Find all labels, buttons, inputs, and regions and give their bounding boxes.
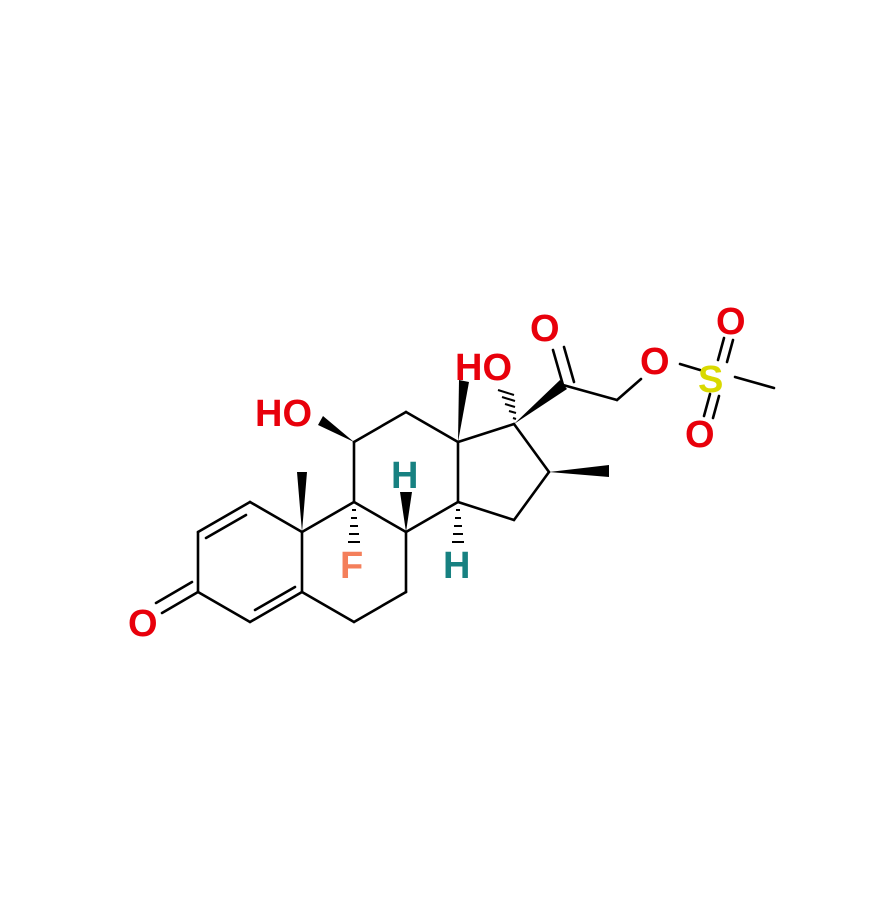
bond-s-o-top-b	[725, 338, 735, 364]
hydrogen-8-label: H	[391, 455, 418, 497]
bond-c9-c10	[300, 500, 356, 534]
bond-s-o-top-a	[716, 336, 726, 362]
hydroxyl-11-label: HO	[255, 393, 312, 435]
bond-c15-c16	[512, 470, 551, 522]
bond-c1-c2-double	[204, 513, 248, 540]
ketone-oxygen-label: O	[128, 603, 158, 645]
wedge-c10-methyl	[297, 472, 307, 532]
bond-c16-c17	[512, 422, 551, 474]
bond-s-ch3	[733, 375, 776, 390]
bond-c4-c5-double	[253, 585, 297, 612]
sulfonyl-oxygen-bottom-label: O	[685, 414, 715, 456]
hash-c17-oh	[497, 389, 517, 420]
ring-c-bonds	[352, 410, 460, 534]
fluorine-9-label: F	[340, 545, 363, 587]
bond-s-o-bottom-a	[702, 392, 712, 418]
ring-d-bonds	[456, 422, 551, 522]
bond-c3-c4	[196, 590, 252, 624]
wedge-c13-methyl	[458, 380, 469, 442]
ring-b-bonds	[300, 500, 408, 624]
wedge-c8-h	[400, 492, 412, 532]
hydroxyl-17-label: HO	[455, 347, 512, 389]
bond-c14-c8	[404, 500, 460, 534]
sulfur-label: S	[698, 359, 723, 401]
wedge-c11-oh	[318, 416, 354, 442]
ring-a-bonds	[154, 500, 304, 624]
bond-c3-o-double	[154, 580, 194, 605]
bond-s-o-bottom-b	[711, 394, 721, 420]
bond-c5-c6	[300, 590, 356, 624]
bond-c20-o-double	[562, 345, 576, 384]
bond-c14-c15	[456, 500, 516, 522]
bond-c11-c12	[352, 410, 408, 444]
side-chain-bonds	[551, 336, 776, 420]
bond-c3-o	[160, 590, 200, 615]
hash-c9-f	[348, 509, 360, 543]
bond-o-s	[678, 362, 702, 372]
bond-c10-c1	[248, 500, 304, 534]
bond-c20-o	[551, 348, 565, 387]
bond-c8-c9	[352, 500, 408, 534]
atom-labels: O HO HO F H H O O S O O	[128, 301, 746, 645]
ester-oxygen-label: O	[640, 341, 670, 383]
wedge-c17-c20	[514, 380, 567, 424]
hash-bonds	[348, 389, 517, 543]
sulfonyl-oxygen-top-label: O	[716, 301, 746, 343]
bond-c17-c13	[456, 422, 516, 444]
bond-c1-c2	[196, 500, 252, 534]
bond-c21-o	[615, 377, 643, 402]
hydrogen-14-label: H	[443, 545, 470, 587]
bond-c12-c13	[404, 410, 460, 444]
hash-c14-h	[452, 509, 464, 543]
bond-c6-c7	[352, 590, 408, 624]
bond-c4-c5	[248, 590, 304, 624]
bond-c20-c21	[561, 383, 619, 402]
wedge-bonds	[297, 380, 609, 532]
carbonyl-20-oxygen-label: O	[530, 308, 560, 350]
wedge-c16-methyl	[549, 465, 609, 477]
